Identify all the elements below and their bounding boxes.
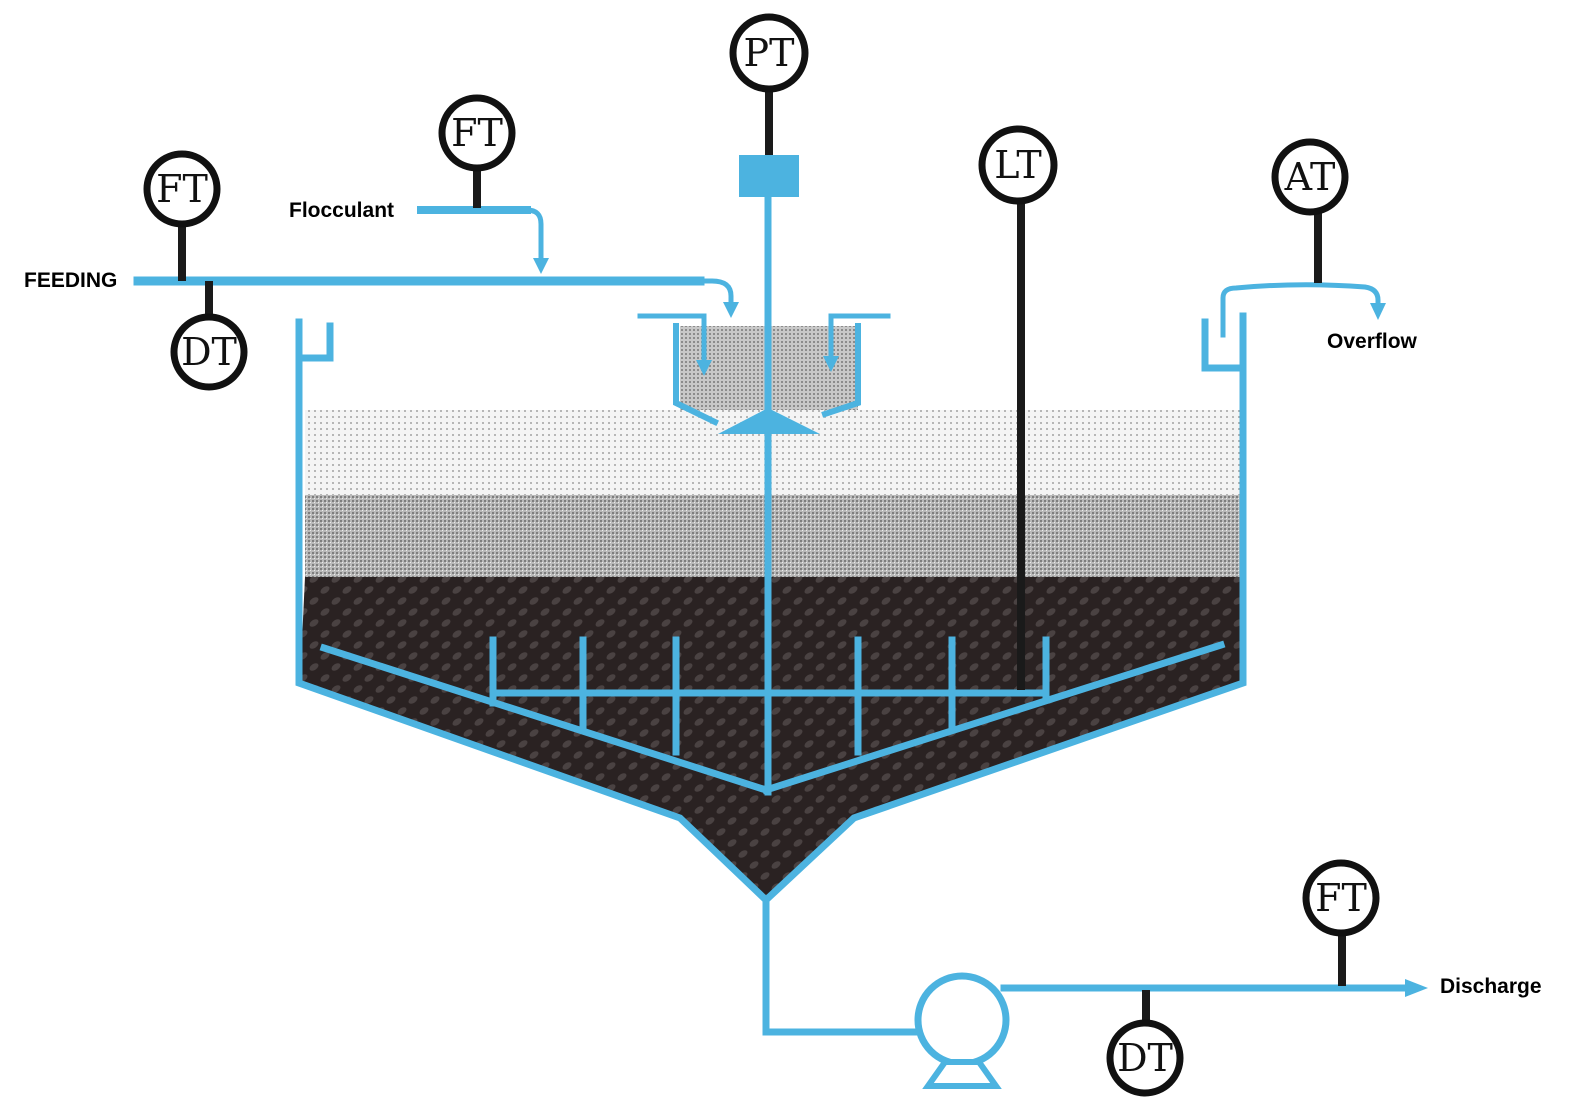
- shaft-cone: [718, 408, 820, 434]
- bed-level-transmitter[interactable]: LT: [978, 125, 1058, 205]
- underflow-pump-icon: [914, 972, 1010, 1089]
- right-launder: [1201, 318, 1247, 372]
- instrument-stems: [178, 90, 1346, 1024]
- flocculant-ft-label: FT: [451, 111, 503, 155]
- feedwell-right-wall: [821, 323, 861, 418]
- overflow-arrowhead: [1370, 303, 1386, 320]
- discharge-dt-label: DT: [1117, 1036, 1173, 1080]
- discharge-density-transmitter[interactable]: DT: [1106, 1019, 1184, 1097]
- flocculant-flow-transmitter[interactable]: FT: [438, 94, 516, 172]
- underflow-pipe: [762, 896, 922, 1036]
- bed-lt-circle: [978, 125, 1058, 205]
- feed-pipe-bend: [697, 278, 734, 308]
- feed-density-transmitter[interactable]: DT: [170, 313, 248, 391]
- overflow-at-label: AT: [1284, 155, 1336, 199]
- feed-line: [133, 276, 739, 318]
- feedwell-left-arrowhead: [696, 360, 712, 376]
- feedwell-right-baffle: [828, 313, 891, 363]
- hindered-settling-zone: [305, 495, 1240, 577]
- feed-dt-circle: [170, 313, 248, 391]
- drive-pressure-transmitter[interactable]: PT: [729, 13, 809, 93]
- discharge-arrowhead: [1405, 979, 1428, 997]
- discharge-label: Discharge: [1440, 975, 1542, 998]
- discharge-line: [762, 896, 1428, 1089]
- feedwell-left-wall: [673, 323, 720, 427]
- flocculant-line: [417, 206, 549, 274]
- discharge-flow-transmitter[interactable]: FT: [1302, 859, 1380, 937]
- drive-unit: [739, 155, 799, 197]
- overflow-label: Overflow: [1327, 330, 1418, 353]
- feeding-label: FEEDING: [24, 269, 117, 292]
- flocculant-pipe-bend: [524, 207, 544, 265]
- discharge-dt-circle: [1106, 1019, 1184, 1097]
- flocculant-arrowhead: [533, 258, 549, 274]
- feedwell-right-arrowhead: [823, 356, 839, 372]
- overflow-line: [1220, 282, 1386, 338]
- overflow-pipe: [1220, 282, 1381, 338]
- discharge-ft-circle: [1302, 859, 1380, 937]
- overflow-at-circle: [1271, 138, 1349, 216]
- drive-pt-label: PT: [744, 31, 795, 75]
- rake-arm-left: [319, 643, 771, 795]
- discharge-ft-label: FT: [1315, 876, 1367, 920]
- feedwell-left-baffle: [637, 313, 707, 368]
- feed-arrowhead: [723, 302, 739, 318]
- feedwell: [637, 313, 891, 427]
- flocculant-ft-circle: [438, 94, 516, 172]
- feed-ft-circle: [143, 150, 221, 228]
- feed-flow-transmitter[interactable]: FT: [143, 150, 221, 228]
- left-launder: [295, 322, 334, 362]
- rake-mechanism: [319, 155, 1226, 796]
- feed-ft-label: FT: [156, 167, 208, 211]
- rake-arm-right: [761, 640, 1226, 795]
- feed-dt-label: DT: [181, 330, 237, 374]
- flocculant-label: Flocculant: [289, 199, 394, 222]
- bed-lt-label: LT: [994, 143, 1041, 187]
- drive-pt-circle: [729, 13, 809, 93]
- overflow-analyzer-transmitter[interactable]: AT: [1271, 138, 1349, 216]
